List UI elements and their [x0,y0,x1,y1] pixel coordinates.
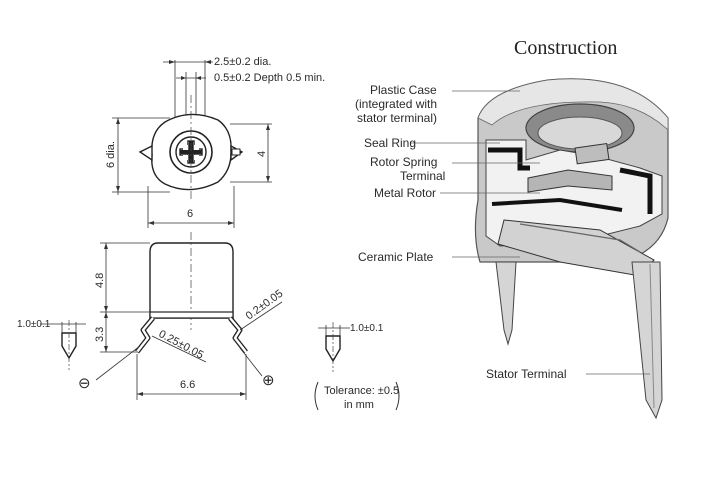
tolerance-line-2: in mm [344,399,374,411]
width-6-label: 6 [187,208,193,220]
construction-cutaway [474,78,669,420]
rotor-spring-label: Rotor Spring [370,155,437,169]
ceramic-plate-label: Ceramic Plate [358,250,434,264]
construction-title: Construction [514,37,617,59]
plastic-case-label-line-3: stator terminal) [357,111,437,125]
height-4-label: 4 [256,151,268,157]
plus-terminal-symbol: ⊕ [262,372,275,389]
side-view: 4.8 3.3 0.25±0.05 0.2±0.05 6.6 ⊖ ⊕ 1.0±0… [17,232,400,411]
tolerance-line-1: Tolerance: ±0.5 [324,385,399,397]
plastic-case-label-line-2: (integrated with [355,97,437,111]
rotor-spring-label-line-2: Terminal [400,169,445,183]
pitch-label: 6.6 [180,379,195,391]
stator-terminal-label: Stator Terminal [486,367,566,381]
left-pin-width-label: 1.0±0.1 [17,319,51,330]
construction-leaders [410,90,650,375]
terminal-thickness-label: 0.25±0.05 [157,328,206,362]
height-4-8-label: 4.8 [94,273,106,288]
top-view: 2.5±0.2 dia. 0.5±0.2 Depth 0.5 min. [105,56,325,228]
terminal-offset-label: 0.2±0.05 [244,288,286,323]
body-dia-label: 6 dia. [105,141,117,168]
slot-depth-label: 0.5±0.2 Depth 0.5 min. [214,72,325,84]
metal-rotor-label: Metal Rotor [374,186,436,200]
right-pin-width-label: 1.0±0.1 [350,323,384,334]
minus-terminal-symbol: ⊖ [78,375,91,392]
height-3-3-label: 3.3 [94,327,106,342]
plastic-case-label: Plastic Case [370,83,437,97]
hole-dia-label: 2.5±0.2 dia. [214,56,271,68]
seal-ring-label: Seal Ring [364,136,416,150]
